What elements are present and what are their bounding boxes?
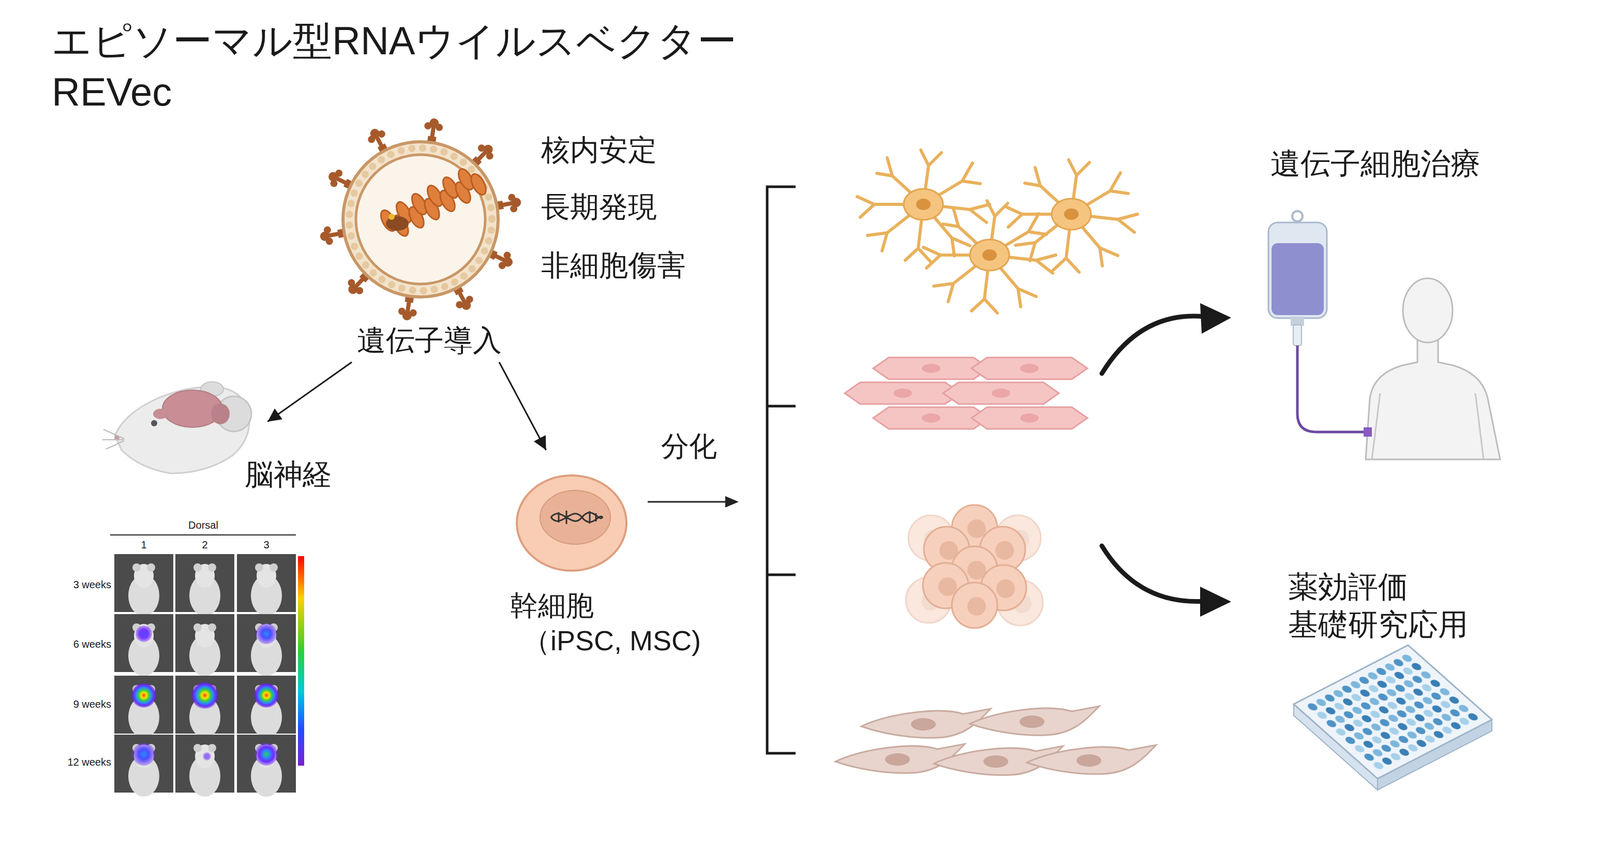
virus-inner <box>355 154 486 284</box>
bracket <box>767 186 796 754</box>
rna-helix <box>378 162 490 243</box>
column-number: 1 <box>140 538 147 551</box>
arrow-connector <box>267 362 352 422</box>
process-label: 分化 <box>661 429 717 463</box>
node-text: 脳神経 <box>244 456 332 492</box>
column-number: 2 <box>201 538 208 551</box>
spindle-cell <box>969 706 1100 736</box>
spindle-cell <box>1026 744 1157 774</box>
arrow-head <box>1200 303 1232 334</box>
signal-spot <box>132 742 156 766</box>
image-tile <box>236 734 296 797</box>
dna-symbol <box>550 510 603 525</box>
feature-label: 長期発現 <box>541 189 657 224</box>
diagram-title: エピソーマル型RNAウイルスベクター REVec <box>51 15 737 118</box>
astrocyte <box>923 200 1056 313</box>
application-label: 遺伝子細胞治療 <box>1262 139 1532 192</box>
column-number: 3 <box>263 538 269 551</box>
node-text: 遺伝子導入 <box>356 322 502 358</box>
image-tile <box>114 554 174 617</box>
feature-label: 核内安定 <box>541 132 657 168</box>
image-tile <box>175 675 235 738</box>
feature-label: 非細胞傷害 <box>541 247 686 283</box>
panel-rule <box>110 534 296 536</box>
round-cell <box>951 582 998 628</box>
image-tile <box>114 675 174 738</box>
image-tile <box>114 734 174 797</box>
differentiation-arrow <box>647 501 727 503</box>
curved-arrow <box>1101 316 1206 374</box>
iv-connector <box>1363 427 1372 437</box>
stem-cell <box>516 475 627 571</box>
image-tile <box>236 675 296 738</box>
virus-membrane <box>342 141 499 297</box>
astrocyte <box>857 150 990 263</box>
arrow-connector <box>499 362 547 451</box>
node-text: 遺伝子細胞治療 <box>1270 145 1481 182</box>
muscle-cell <box>971 407 1088 429</box>
node-text: （iPSC, MSC) <box>522 623 701 658</box>
signal-spot <box>135 625 153 642</box>
iv-tube <box>1297 345 1366 432</box>
signal-spot <box>202 752 212 761</box>
image-tile <box>175 554 235 617</box>
bag-hanger <box>1292 211 1303 222</box>
plate-wells <box>1303 651 1483 772</box>
cell-nucleus <box>540 490 611 545</box>
iv-liquid <box>1271 243 1324 316</box>
iv-bag <box>1268 222 1327 319</box>
signal-spot <box>131 682 157 708</box>
step-label: 遺伝子導入 <box>351 318 507 363</box>
muscle-cell <box>971 357 1088 380</box>
nucleocapsid <box>468 171 489 198</box>
image-tile <box>236 554 296 617</box>
arrow-head <box>725 496 739 508</box>
target-group: 脳神経 <box>103 421 342 505</box>
row-label: 3 weeks <box>73 578 112 591</box>
signal-spot <box>256 623 277 645</box>
astrocyte <box>1005 159 1138 273</box>
curved-arrow <box>1101 545 1206 602</box>
signal-spot <box>191 681 219 709</box>
patient-arm <box>1371 393 1484 460</box>
node-text: 幹細胞 <box>510 588 594 623</box>
image-tile <box>236 614 296 677</box>
arrow-head <box>1200 586 1232 617</box>
patient-body <box>1365 338 1501 460</box>
color-scale <box>297 556 305 766</box>
image-tile <box>175 734 235 797</box>
plate-top <box>1293 645 1492 779</box>
signal-spot <box>255 742 278 766</box>
mouse-olfactory <box>153 408 168 420</box>
application-label: 薬効評価 基礎研究応用 <box>1280 558 1519 648</box>
polymerase-dot <box>388 213 395 220</box>
muscle-cell <box>943 382 1059 405</box>
mouse-eye <box>151 420 158 427</box>
mouse-cerebellum <box>211 403 230 425</box>
mouse-whiskers <box>102 429 125 450</box>
node-text: 薬効評価 基礎研究応用 <box>1288 567 1469 644</box>
drip-chamber <box>1293 324 1302 346</box>
panel-header: Dorsal <box>188 518 219 532</box>
stem-cell-group: 幹細胞（iPSC, MSC) <box>506 450 725 662</box>
virus-beads <box>349 147 492 291</box>
patient-head <box>1402 278 1453 343</box>
image-tile <box>114 614 174 677</box>
signal-spot <box>253 682 279 708</box>
row-label: 6 weeks <box>73 637 112 651</box>
row-label: 9 weeks <box>73 697 112 711</box>
row-label: 12 weeks <box>67 755 112 769</box>
image-tile <box>175 614 235 677</box>
